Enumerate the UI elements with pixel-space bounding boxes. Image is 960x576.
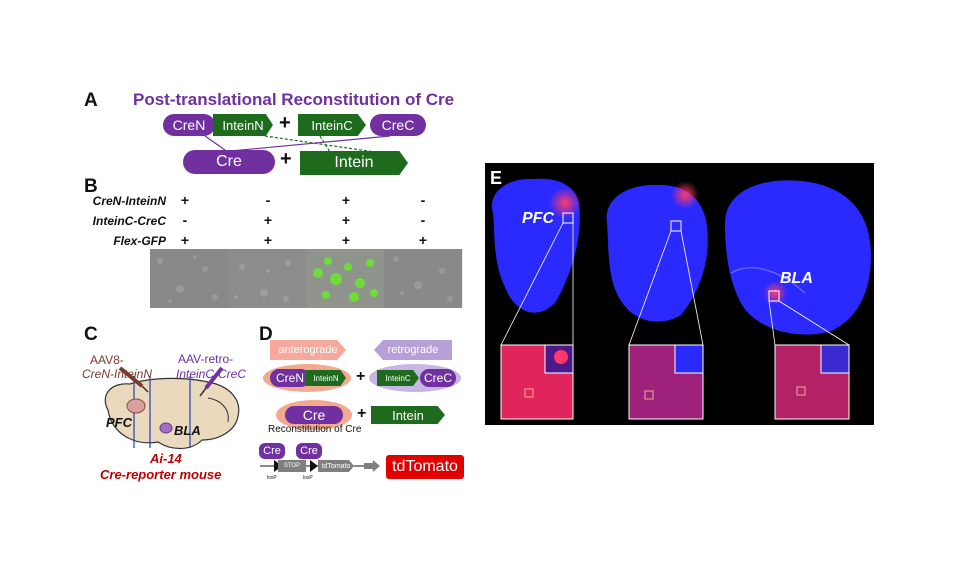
sign-cell: - [420,212,426,228]
mouse-line-label: Ai-14 [150,451,182,466]
mouse-brain-sagittal-drawing [104,376,240,450]
syringe-icon [199,366,224,397]
syringe-icon [118,366,149,393]
loxp-label: loxP [303,475,313,481]
cren-pill: CreN [270,369,310,387]
panel-d-letter: D [259,324,273,345]
intein-box: Intein [371,406,445,424]
micrograph-brightfield [384,249,463,308]
sign-cell: + [263,212,273,228]
stop-cassette: STOP [278,460,306,472]
cre-small-pill: Cre [296,443,322,459]
panel-e-letter: E [490,168,503,188]
sign-cell: - [182,212,188,228]
virus2-label-line2: InteinC-CreC [176,367,247,381]
virus1-label-line1: AAV8- [90,353,124,367]
panel-a-letter: A [84,90,98,111]
plus-sign: + [357,405,367,422]
cre-small-pill: Cre [259,443,285,459]
sign-cell: + [263,232,273,248]
panel-a-title: Post-translational Reconstitution of Cre [133,90,455,109]
inset-middle-site [628,344,704,420]
tdtomato-product: tdTomato [386,455,464,479]
panel-c-letter: C [84,324,98,345]
syringe-icons [118,366,224,397]
cre-pill: Cre [183,150,275,174]
bla-label: BLA [174,423,201,438]
inteinn-box: InteinN [213,114,273,136]
micrograph-brightfield [150,249,229,308]
connector-line [204,135,226,151]
panel-b-letter: B [84,176,98,197]
cre-pill: Cre [285,406,343,424]
loxp-label: loxP [267,475,277,481]
mouse-line-description: Cre-reporter mouse [100,467,222,482]
anterograde-arrow: anterograde [270,340,346,360]
intein-box: Intein [300,151,408,175]
pfc-label: PFC [106,415,132,430]
cren-pill: CreN [163,114,215,136]
bla-region-label: BLA [780,270,813,287]
connector-line [319,135,331,153]
zoom-box [768,290,780,302]
panel-e-image [485,163,874,425]
plus-sign: + [279,112,291,134]
virus2-label-line1: AAV-retro- [178,352,234,366]
connector-line [219,135,391,153]
retrograde-arrow: retrograde [374,340,452,360]
sign-cell: - [420,192,426,208]
plus-sign: + [356,368,366,385]
inteinn-box: InteinN [306,370,346,386]
sign-cell: + [418,232,428,248]
crec-pill: CreC [420,369,456,387]
brain-section-fluorescence [491,178,871,420]
expression-arrow-icon [364,460,380,472]
panel-a-diagram [204,135,391,153]
sign-cell: + [341,212,351,228]
micrograph-brightfield [228,249,307,308]
zoom-box [670,220,682,232]
inteinc-box: InteinC [298,114,366,136]
row-label-cren-inteinn: CreN-InteinN [92,194,166,208]
inteinc-box: InteinC [377,370,419,386]
row-label-inteinc-crec: InteinC-CreC [92,214,166,228]
connector-line [264,135,376,153]
sign-cell: + [341,192,351,208]
loxp-triangle [310,460,318,472]
crec-pill: CreC [370,114,426,136]
row-label-flex-gfp: Flex-GFP [113,234,166,248]
inset-bla-site [774,344,850,420]
reconstitution-caption: Reconstitution of Cre [268,424,362,435]
zoom-box [562,212,574,224]
pfc-region-label: PFC [522,210,554,227]
sign-cell: + [180,192,190,208]
sign-cell: + [180,232,190,248]
micrograph-gfp-positive [306,249,385,308]
sign-cell: + [341,232,351,248]
sign-cell: - [265,192,271,208]
tdtomato-gene-box: tdTomato [318,460,354,472]
inset-pfc-site [500,344,574,420]
plus-sign: + [280,148,292,170]
virus1-label-line2: CreN-InteinN [82,367,153,381]
